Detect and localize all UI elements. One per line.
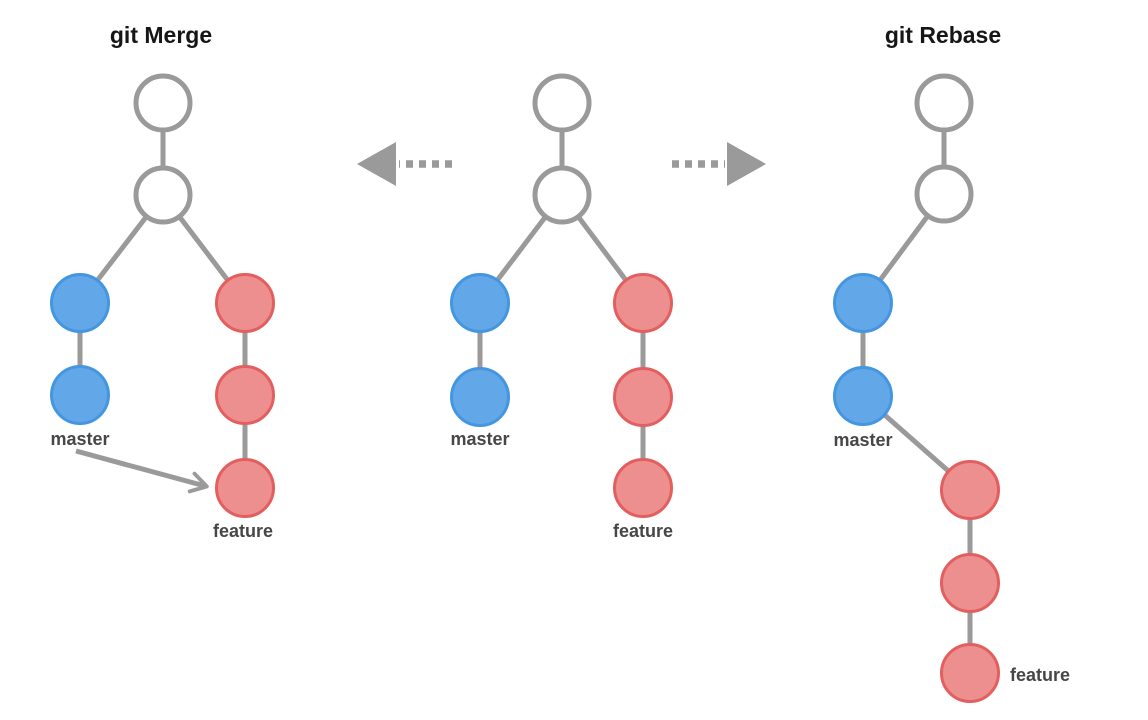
orig-feature-1-commit-node <box>613 273 673 333</box>
transition-arrow-left-head <box>357 142 396 186</box>
rebase-feature-1-commit-node <box>940 460 1000 520</box>
original-feature-label: feature <box>613 521 673 541</box>
orig-base-2-commit-node <box>532 165 592 225</box>
merge-base-1-commit-node <box>133 73 193 133</box>
rebase-master-label: master <box>833 430 892 450</box>
rebase-feature-2-commit-node <box>940 553 1000 613</box>
rebase-master-2-commit-node <box>833 366 893 426</box>
rebase-feature-label: feature <box>1010 665 1070 685</box>
orig-master-2-commit-node <box>450 367 510 427</box>
merge-feature-1-commit-node <box>215 273 275 333</box>
rebase-title: git Rebase <box>885 22 1001 48</box>
merge-arrow-layer <box>75 448 209 494</box>
orig-feature-3-commit-node <box>613 458 673 518</box>
orig-feature-2-commit-node <box>613 367 673 427</box>
rebase-master-1-commit-node <box>833 273 893 333</box>
merge-feature-3-commit-node <box>215 458 275 518</box>
branch-labels-layer: master feature master feature master feature <box>50 429 1070 685</box>
merge-master-2-commit-node <box>50 365 110 425</box>
original-master-label: master <box>450 429 509 449</box>
commit-nodes-layer <box>50 73 1000 703</box>
orig-base-1-commit-node <box>532 73 592 133</box>
merge-base-2-commit-node <box>133 165 193 225</box>
rebase-feature-3-commit-node <box>940 643 1000 703</box>
merge-feature-label: feature <box>213 521 273 541</box>
transition-arrows-layer <box>357 142 766 186</box>
transition-arrow-right-head <box>727 142 766 186</box>
orig-master-1-commit-node <box>450 273 510 333</box>
merge-master-1-commit-node <box>50 273 110 333</box>
rebase-base-2-commit-node <box>914 164 974 224</box>
merge-title: git Merge <box>110 22 212 48</box>
rebase-base-1-commit-node <box>914 73 974 133</box>
panel-titles-layer: git Merge git Rebase <box>110 22 1001 48</box>
merge-feature-2-commit-node <box>215 365 275 425</box>
merge-master-label: master <box>50 429 109 449</box>
merge-master-to-feature-arrow <box>75 448 209 494</box>
